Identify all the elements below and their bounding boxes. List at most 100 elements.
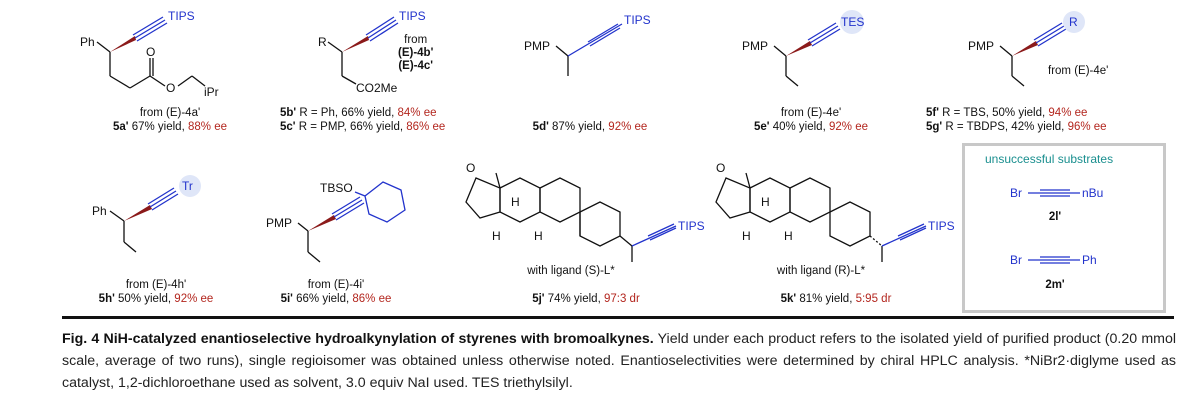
label-5d: 5d' 87% yield, 92% ee	[510, 120, 670, 134]
atom-ipr: iPr	[204, 85, 219, 99]
atom-pmp: PMP	[266, 216, 292, 230]
atom-tips: TIPS	[624, 13, 651, 27]
structure-5h: Ph Tr	[92, 175, 201, 253]
caption-body: Yield under each product refers to the i…	[62, 331, 1177, 391]
atom-ph: Ph	[80, 35, 95, 49]
selectivity: 92% ee	[608, 121, 648, 133]
compound-id: 5c'	[280, 121, 296, 133]
atom-ph: Ph	[1082, 253, 1097, 267]
ligand-5k: with ligand (R)-L*	[776, 265, 866, 277]
atom-br: Br	[1010, 253, 1022, 267]
atom-tips: TIPS	[928, 219, 955, 233]
compound-id: 5f'	[926, 107, 939, 119]
selectivity: 86% ee	[352, 293, 392, 305]
label-5e: from (E)-4e' 5e' 40% yield, 92% ee	[736, 106, 886, 134]
atom-co2me: CO2Me	[356, 81, 398, 95]
yield: 50% yield,	[118, 293, 172, 305]
atom-tips: TIPS	[168, 9, 195, 23]
selectivity: 92% ee	[174, 293, 214, 305]
from-4i: from (E)-4i'	[307, 279, 365, 291]
structure-5b: R TIPS CO2Me	[318, 9, 426, 95]
atom-o: O	[466, 161, 475, 175]
label-5a: from (E)-4a' 5a' 67% yield, 88% ee	[100, 106, 240, 134]
atom-r: R	[318, 35, 327, 49]
unsuccessful-title: unsuccessful substrates	[985, 152, 1114, 166]
structure-5k: O H H H TIPS	[715, 161, 955, 262]
substrate-2l: 2l'	[1048, 211, 1062, 223]
selectivity: 96% ee	[1067, 121, 1107, 133]
atom-o: O	[166, 81, 175, 95]
compound-id: 5d'	[532, 121, 549, 133]
yield: R = PMP, 66% yield,	[298, 121, 404, 133]
atom-tips: TIPS	[399, 9, 426, 23]
yield: R = TBS, 50% yield,	[942, 107, 1046, 119]
yield: R = TBDPS, 42% yield,	[945, 121, 1065, 133]
atom-nbu: nBu	[1082, 186, 1103, 200]
atom-pmp: PMP	[742, 39, 768, 53]
atom-tips: TIPS	[678, 219, 705, 233]
atom-h: H	[742, 229, 751, 243]
structure-2l: Br nBu	[1010, 186, 1103, 200]
selectivity: 97:3 dr	[603, 293, 640, 305]
structures-drawing: Ph TIPS O O iPr R TIPS CO2Me PMP TIPS PM…	[80, 9, 1103, 267]
label-5k: 5k' 81% yield, 5:95 dr	[756, 292, 916, 306]
compound-id: 5k'	[780, 293, 797, 305]
figure-divider	[62, 316, 1174, 319]
yield: R = Ph, 66% yield,	[299, 107, 395, 119]
compound-id: 5j'	[532, 293, 545, 305]
atom-pmp: PMP	[524, 39, 550, 53]
compound-id: 5h'	[98, 293, 115, 305]
structure-5i: PMP TBSO	[266, 181, 406, 263]
selectivity: 86% ee	[406, 121, 446, 133]
yield: 66% yield,	[296, 293, 350, 305]
atom-pmp: PMP	[968, 39, 994, 53]
from-word: from	[404, 34, 428, 46]
selectivity: 5:95 dr	[855, 293, 892, 305]
atom-h: H	[534, 229, 543, 243]
from-4e-5f: from (E)-4e'	[1048, 65, 1109, 77]
atom-h: H	[784, 229, 793, 243]
structure-5j: O H H H TIPS	[465, 161, 705, 262]
structure-2m: Br Ph	[1010, 253, 1097, 267]
from-4a: from (E)-4a'	[139, 107, 201, 119]
label-5i: from (E)-4i' 5i' 66% yield, 86% ee	[266, 278, 406, 306]
yield: 81% yield,	[799, 293, 853, 305]
structure-5d: PMP TIPS	[524, 13, 651, 76]
label-5f-5g: 5f' R = TBS, 50% yield, 94% ee 5g' R = T…	[926, 106, 1166, 134]
structure-5f: PMP R	[968, 11, 1085, 87]
atom-tr: Tr	[182, 179, 193, 193]
from-4c: (E)-4c'	[398, 60, 433, 72]
selectivity: 88% ee	[187, 121, 227, 133]
figure-caption: Fig. 4 NiH-catalyzed enantioselective hy…	[62, 328, 1176, 394]
caption-title: Fig. 4 NiH-catalyzed enantioselective hy…	[62, 331, 654, 347]
from-4h: from (E)-4h'	[125, 279, 187, 291]
from-4b: (E)-4b'	[398, 47, 434, 59]
label-5b-5c: 5b' R = Ph, 66% yield, 84% ee 5c' R = PM…	[280, 106, 490, 134]
yield: 74% yield,	[547, 293, 601, 305]
compound-id: 5i'	[280, 293, 293, 305]
atom-tbso: TBSO	[320, 181, 353, 195]
structure-5e: PMP TES	[742, 10, 864, 87]
selectivity: 84% ee	[397, 107, 437, 119]
unsuccessful-substrates-box	[962, 143, 1166, 313]
atom-br: Br	[1010, 186, 1022, 200]
compound-id: 5a'	[112, 121, 129, 133]
atom-h: H	[511, 195, 520, 209]
structure-5a: Ph TIPS O O iPr	[80, 9, 219, 99]
label-5h: from (E)-4h' 5h' 50% yield, 92% ee	[86, 278, 226, 306]
atom-ph: Ph	[92, 204, 107, 218]
from-4e: from (E)-4e'	[780, 107, 842, 119]
atom-tes: TES	[841, 15, 864, 29]
compound-id: 5b'	[280, 107, 297, 119]
compound-id: 5g'	[926, 121, 943, 133]
substrate-2m: 2m'	[1045, 279, 1065, 291]
atom-r: R	[1069, 15, 1078, 29]
yield: 67% yield,	[131, 121, 185, 133]
atom-h: H	[761, 195, 770, 209]
from-4b-4c: from (E)-4b' (E)-4c'	[398, 34, 433, 73]
compound-id: 5e'	[753, 121, 770, 133]
selectivity: 92% ee	[828, 121, 868, 133]
yield: 40% yield,	[772, 121, 826, 133]
atom-o: O	[716, 161, 725, 175]
label-5j: 5j' 74% yield, 97:3 dr	[506, 292, 666, 306]
